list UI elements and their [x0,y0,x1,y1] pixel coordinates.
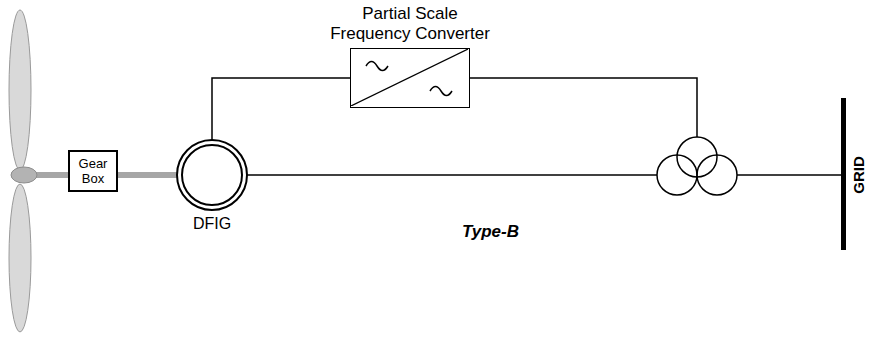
converter-wire [470,78,697,137]
converter-diagonal [351,49,468,106]
rotor-ring [177,140,247,210]
generator-symbol [172,138,252,212]
stator-ring [182,145,242,205]
rotor-hub [11,167,37,183]
converter-title: Partial Scale Frequency Converter [325,4,495,44]
converter-outline [350,48,470,108]
converter-box: Partial Scale Frequency Converter [325,4,495,110]
rotor-blade [9,10,31,170]
ac-ac-symbol [351,49,468,106]
rotor-blade [9,184,31,332]
type-label: Type-B [462,222,519,242]
drive-shaft [118,172,177,178]
rotor-wire [212,78,350,140]
grid-wire [737,174,841,176]
sine-symbol [430,87,452,96]
box-label: Gear Box [73,156,113,186]
grid-label: GRID [850,156,867,194]
gearbox-box: Gear Box [68,150,118,192]
generator-label: DFIG [172,214,252,234]
sine-symbol [366,62,388,71]
generator-circle: DFIG [172,138,252,234]
transformer-winding [677,137,717,177]
stator-wire [247,174,657,176]
grid-bus-bar [841,98,846,250]
